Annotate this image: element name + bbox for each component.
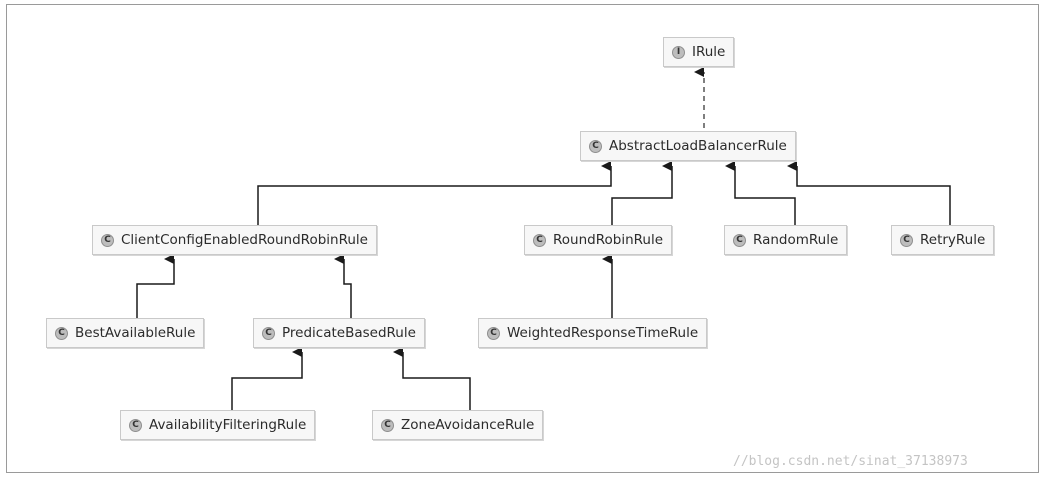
node-weighted-response-time-rule: C WeightedResponseTimeRule	[478, 318, 708, 348]
class-icon: C	[900, 233, 913, 247]
node-round-robin-rule: C RoundRobinRule	[524, 225, 673, 255]
edge-clientconfig-abstract	[257, 161, 612, 225]
class-icon: C	[487, 326, 500, 340]
edge-random-abstract	[725, 161, 796, 225]
node-zone-avoidance-rule: C ZoneAvoidanceRule	[372, 410, 544, 440]
edge-predicate-clientconfig	[334, 254, 352, 318]
node-client-config-enabled-round-robin-rule: C ClientConfigEnabledRoundRobinRule	[92, 225, 377, 255]
class-icon: C	[589, 139, 602, 153]
node-label: BestAvailableRule	[75, 325, 196, 341]
node-best-available-rule: C BestAvailableRule	[46, 318, 205, 348]
node-label: WeightedResponseTimeRule	[507, 325, 699, 341]
node-label: AbstractLoadBalancerRule	[609, 138, 787, 154]
interface-icon: I	[672, 45, 685, 59]
edge-retry-abstract	[787, 161, 951, 225]
class-icon: C	[101, 233, 114, 247]
node-random-rule: C RandomRule	[724, 225, 848, 255]
class-icon: C	[381, 418, 394, 432]
node-label: RetryRule	[920, 232, 986, 248]
node-retry-rule: C RetryRule	[891, 225, 995, 255]
class-icon: C	[129, 418, 142, 432]
class-icon: C	[533, 233, 546, 247]
edge-availability-predicate	[231, 347, 303, 410]
node-label: IRule	[692, 44, 726, 60]
edge-zone-predicate	[393, 347, 471, 410]
class-icon: C	[262, 326, 275, 340]
node-irule: I IRule	[663, 37, 735, 67]
node-availability-filtering-rule: C AvailabilityFilteringRule	[120, 410, 316, 440]
node-abstract-load-balancer-rule: C AbstractLoadBalancerRule	[580, 131, 796, 161]
edge-roundrobin-abstract	[611, 161, 673, 225]
node-label: RoundRobinRule	[553, 232, 664, 248]
class-icon: C	[733, 233, 746, 247]
node-label: RandomRule	[753, 232, 839, 248]
edge-bestavailable-clientconfig	[136, 254, 175, 318]
node-label: ClientConfigEnabledRoundRobinRule	[121, 232, 368, 248]
watermark: //blog.csdn.net/sinat_37138973	[733, 454, 968, 469]
node-label: PredicateBasedRule	[282, 325, 416, 341]
node-label: ZoneAvoidanceRule	[401, 417, 535, 433]
node-label: AvailabilityFilteringRule	[149, 417, 307, 433]
node-predicate-based-rule: C PredicateBasedRule	[253, 318, 425, 348]
class-icon: C	[55, 326, 68, 340]
